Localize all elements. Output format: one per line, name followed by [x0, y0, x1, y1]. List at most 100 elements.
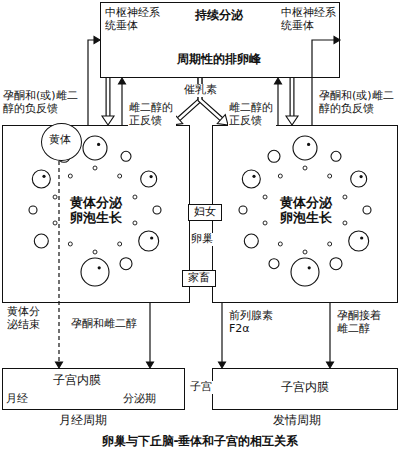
follicle [244, 234, 258, 248]
oocyte [360, 236, 363, 239]
node-text: 黄体 [42, 134, 78, 147]
oocyte [308, 266, 311, 269]
connector-arrow [147, 303, 154, 368]
follicle [330, 258, 342, 270]
follicle [153, 206, 161, 214]
hollow-arrow-inner [291, 78, 294, 117]
node-text: 中枢神经系统垂体 [281, 7, 337, 32]
node-text: 黄体分泌卵泡生长 [69, 196, 123, 226]
annotation-label: 发情周期 [272, 414, 322, 428]
node-text: 黄体分泌卵泡生长 [279, 196, 333, 226]
ovary-box: 黄体分泌卵泡生长 [212, 125, 398, 303]
node-text: 妇女 [194, 206, 216, 219]
follicle [239, 206, 247, 214]
pituitary-box: 中枢神经系统垂体 持续分泌 中枢神经系统垂体周期性的排卵峰 [100, 2, 340, 78]
follicle [121, 151, 131, 161]
connector-line [329, 303, 330, 363]
annotation-label: 孕酮和雌二醇 [70, 318, 138, 331]
hollow-arrow-inner [107, 78, 110, 117]
small-follicle [263, 195, 267, 199]
annotation-label: 孕酮和(或)雌二醇的负反馈 [2, 90, 84, 115]
follicle [269, 259, 279, 269]
follicle [242, 170, 260, 188]
connector-line [88, 40, 95, 125]
oocyte [307, 143, 310, 146]
small-follicle [93, 250, 97, 254]
connector-arrow [327, 303, 334, 368]
oocyte [98, 266, 101, 269]
annotation-label: 卵巢 [190, 233, 214, 246]
oocyte [359, 175, 362, 178]
annotation-label: 子宫 [189, 381, 213, 394]
follicle [291, 258, 319, 286]
annotation-label: 前列腺素 F2α [228, 310, 276, 335]
follicle [349, 231, 369, 251]
uterus-box: 子宫内膜月经 分泌期 [2, 368, 185, 410]
follicle [363, 206, 371, 214]
hollow-arrow-outer [106, 78, 111, 117]
node-text: 家畜 [188, 272, 210, 285]
annotation-label: 月经周期 [58, 414, 108, 428]
small-follicle [263, 221, 267, 225]
follicle [268, 150, 280, 162]
node-text: 周期性的排卵峰 [177, 53, 261, 67]
arrowhead [102, 116, 114, 125]
small-follicle [53, 195, 57, 199]
oocyte [149, 175, 152, 178]
annotation-label: 孕酮接着雌二醇 [336, 310, 384, 335]
node-text: 持续分泌 [195, 9, 243, 23]
connector-arrow [286, 78, 298, 125]
follicle [81, 258, 109, 286]
oocyte [97, 143, 100, 146]
follicle [351, 171, 367, 187]
uterus-box: 子宫内膜 [212, 368, 398, 410]
connector-line [221, 303, 222, 363]
connector-arrow [88, 37, 100, 126]
annotation-label: 雌二醇的正反馈 [228, 102, 276, 127]
small-follicle [343, 221, 347, 225]
follicle [293, 136, 317, 160]
oocyte [42, 175, 45, 178]
node-text: 月经 [6, 393, 28, 406]
species-tag: 妇女 [188, 204, 222, 221]
connector-arrow [219, 303, 226, 368]
hollow-arrow-outer [290, 78, 295, 117]
small-follicle [68, 174, 72, 178]
node-text: 子宫内膜 [281, 381, 329, 395]
follicle [139, 231, 159, 251]
small-follicle [53, 221, 57, 225]
connector-arrow [119, 78, 126, 125]
connector-line [277, 83, 278, 125]
ovary-box: 黄体分泌卵泡生长 黄体 [2, 125, 190, 303]
small-follicle [278, 174, 282, 178]
small-follicle [303, 250, 307, 254]
arrowhead [275, 78, 282, 84]
small-follicle [328, 242, 332, 246]
arrowhead [217, 115, 228, 125]
annotation-label: 孕酮和(或)雌二醇的负反馈 [318, 90, 400, 115]
figure-caption: 卵巢与下丘脑-垂体和子宫的相互关系 [0, 433, 400, 450]
connector-line [149, 303, 150, 363]
species-tag: 家畜 [182, 270, 216, 287]
node-text: 子宫内膜 [53, 374, 101, 388]
follicle [331, 151, 341, 161]
follicle [83, 136, 107, 160]
small-follicle [133, 221, 137, 225]
small-follicle [328, 174, 332, 178]
small-follicle [118, 242, 122, 246]
node-text: 中枢神经系统垂体 [105, 7, 161, 32]
annotation-label: 雌二醇的正反馈 [128, 102, 176, 127]
annotation-label: 催乳素 [183, 84, 218, 97]
annotation-label: 黄体分泌结束 [6, 306, 44, 331]
connector-arrow [56, 161, 63, 368]
small-follicle [93, 166, 97, 170]
small-follicle [133, 195, 137, 199]
connector-arrow [102, 78, 114, 125]
follicle [34, 234, 48, 248]
connector-line [121, 83, 122, 125]
follicle [29, 206, 37, 214]
node-text: 分泌期 [123, 393, 156, 406]
small-follicle [68, 242, 72, 246]
oocyte [150, 236, 153, 239]
small-follicle [118, 174, 122, 178]
